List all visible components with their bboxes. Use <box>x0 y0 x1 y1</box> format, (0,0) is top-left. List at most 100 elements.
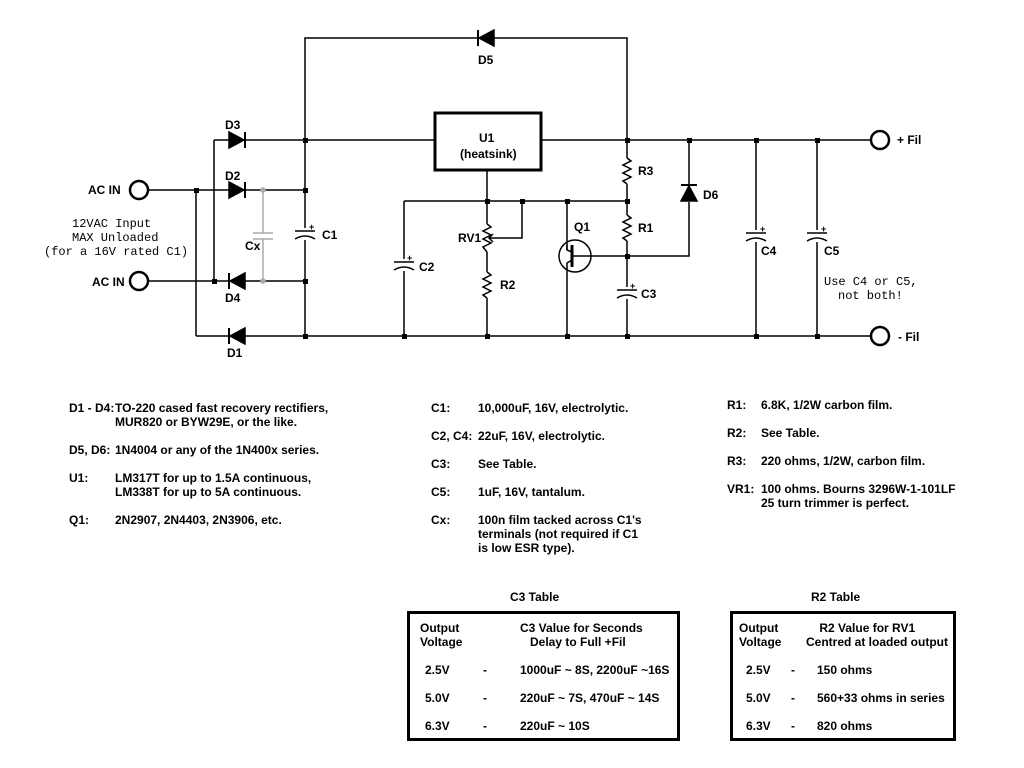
c3-header-value: C3 Value for Seconds Delay to Full +Fil <box>520 621 643 649</box>
part-key: R3: <box>727 454 747 468</box>
c1-label: C1 <box>322 228 338 242</box>
d3-label: D3 <box>225 118 241 132</box>
c3-row-voltage: 2.5V <box>425 663 450 677</box>
part-value: 1uF, 16V, tantalum. <box>478 485 585 499</box>
part-value: 100n film tacked across C1's terminals (… <box>478 513 642 555</box>
d6-label: D6 <box>703 188 719 202</box>
diodes <box>228 28 699 346</box>
r2-row-dash: - <box>791 719 795 733</box>
q1-label: Q1 <box>574 220 590 234</box>
part-value: 10,000uF, 16V, electrolytic. <box>478 401 629 415</box>
part-key: U1: <box>69 471 89 485</box>
part-key: C2, C4: <box>431 429 473 443</box>
part-value: 2N2907, 2N4403, 2N3906, etc. <box>115 513 282 527</box>
r2-table-title: R2 Table <box>811 590 861 604</box>
c3-header-voltage: Output Voltage <box>420 621 463 649</box>
r2-row-dash: - <box>791 663 795 677</box>
c4c5-note-line1: Use C4 or C5, <box>824 275 918 289</box>
input-note-line3: (for a 16V rated C1) <box>44 245 188 259</box>
plus-fil-label: + Fil <box>897 133 921 147</box>
part-key: R1: <box>727 398 747 412</box>
ac-in-bottom-terminal <box>128 270 150 292</box>
part-key: Q1: <box>69 513 90 527</box>
ac-in-bottom-label: AC IN <box>92 275 125 289</box>
capacitor-c4 <box>744 230 768 242</box>
c3-row-voltage: 5.0V <box>425 691 450 705</box>
u1-regulator <box>433 111 543 172</box>
input-note-line1: 12VAC Input <box>72 217 151 231</box>
terminals <box>128 129 891 347</box>
diode-d4 <box>228 271 246 291</box>
c3-table: Output Voltage C3 Value for Seconds Dela… <box>407 611 680 741</box>
c2-plus-sign: + <box>407 253 412 263</box>
resistor-r2 <box>480 271 494 299</box>
transistor-q1 <box>558 238 592 273</box>
capacitors <box>253 187 829 299</box>
part-key: D1 - D4: <box>69 401 115 415</box>
c3-row-value: 1000uF ~ 8S, 2200uF ~16S <box>520 663 670 677</box>
u1-label: U1 <box>479 131 495 145</box>
diode-d5 <box>477 28 495 48</box>
part-value: 1N4004 or any of the 1N400x series. <box>115 443 320 457</box>
c1-plus-sign: + <box>309 222 314 232</box>
part-value: TO-220 cased fast recovery rectifiers, M… <box>115 401 329 429</box>
c3-plus-sign: + <box>630 281 635 291</box>
r1-label: R1 <box>638 221 654 235</box>
cx-label: Cx <box>245 239 261 253</box>
rv1-label: RV1 <box>458 231 481 245</box>
input-note-line2: MAX Unloaded <box>72 231 158 245</box>
plus-fil-terminal <box>869 129 891 151</box>
trimmer-rv1 <box>480 223 497 253</box>
capacitor-c5 <box>805 230 829 242</box>
c3-label: C3 <box>641 287 657 301</box>
u1-heatsink-label: (heatsink) <box>460 147 517 161</box>
diode-d2 <box>228 180 246 200</box>
r2-row-voltage: 2.5V <box>746 663 771 677</box>
capacitor-c2 <box>392 259 416 271</box>
junction-dots <box>194 138 820 339</box>
r2-row-dash: - <box>791 691 795 705</box>
c5-plus-sign: + <box>821 224 826 234</box>
r2-table: Output Voltage R2 Value for RV1 Centred … <box>730 611 956 741</box>
r2-row-value: 560+33 ohms in series <box>817 691 945 705</box>
capacitor-c1 <box>293 228 317 240</box>
part-key: Cx: <box>431 513 451 527</box>
capacitor-cx <box>253 187 273 284</box>
r2-row-value: 150 ohms <box>817 663 873 677</box>
c2-label: C2 <box>419 260 435 274</box>
part-value: 22uF, 16V, electrolytic. <box>478 429 605 443</box>
c4-plus-sign: + <box>760 224 765 234</box>
resistor-r1 <box>620 214 634 242</box>
d5-label: D5 <box>478 53 494 67</box>
r2-header-voltage: Output Voltage <box>739 621 782 649</box>
r2-row-voltage: 6.3V <box>746 719 771 733</box>
part-key: C1: <box>431 401 451 415</box>
c3-row-value: 220uF ~ 10S <box>520 719 590 733</box>
ac-in-top-label: AC IN <box>88 183 121 197</box>
part-value: See Table. <box>478 457 537 471</box>
ac-in-top-terminal <box>128 179 150 201</box>
part-key: R2: <box>727 426 747 440</box>
r2-header-value: R2 Value for RV1 Centred at loaded outpu… <box>806 621 948 649</box>
capacitor-c3 <box>615 287 639 299</box>
c3-row-voltage: 6.3V <box>425 719 450 733</box>
diode-d3 <box>228 130 246 150</box>
minus-fil-terminal <box>869 325 891 347</box>
diode-d1 <box>228 326 246 346</box>
r2-label: R2 <box>500 278 516 292</box>
c3-row-dash: - <box>483 719 487 733</box>
part-key: D5, D6: <box>69 443 111 457</box>
c3-row-dash: - <box>483 663 487 677</box>
part-value: 100 ohms. Bourns 3296W-1-101LF 25 turn t… <box>761 482 956 510</box>
diode-d6 <box>679 184 699 202</box>
minus-fil-label: - Fil <box>898 330 919 344</box>
r2-row-voltage: 5.0V <box>746 691 771 705</box>
part-value: LM317T for up to 1.5A continuous, LM338T… <box>115 471 312 499</box>
r2-row-value: 820 ohms <box>817 719 873 733</box>
c5-label: C5 <box>824 244 840 258</box>
part-key: VR1: <box>727 482 755 496</box>
part-key: C3: <box>431 457 451 471</box>
d2-label: D2 <box>225 169 241 183</box>
c4c5-note-line2: not both! <box>838 289 903 303</box>
part-value: 220 ohms, 1/2W, carbon film. <box>761 454 926 468</box>
